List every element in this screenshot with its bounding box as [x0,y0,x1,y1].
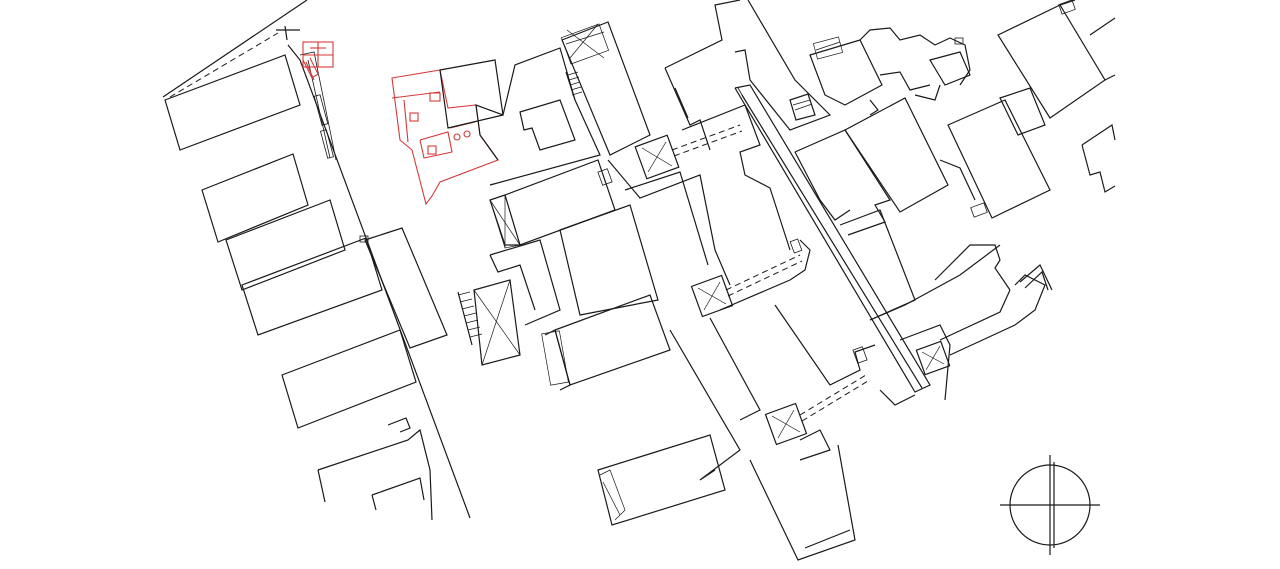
building-block [561,21,651,156]
building-block [364,227,448,349]
building-block [281,329,417,429]
arcade-strip [734,84,931,393]
building-block [519,99,576,151]
building-block [929,51,971,86]
building-block [201,153,309,243]
left-building-row [164,54,433,521]
building-block [164,54,301,151]
building-block [387,417,411,433]
north-arrow-icon [1000,455,1100,555]
building-block [554,294,671,386]
building-block [597,434,726,526]
stair-strip [457,291,483,346]
building-block [559,204,659,316]
building-block [439,59,504,129]
central-wings [457,159,731,391]
top-right-cluster [664,0,971,151]
stair-strip [565,71,583,101]
connector-towers [634,134,951,446]
building-block [789,93,816,121]
building-block [999,87,1046,136]
building-block [809,39,883,106]
right-center-runs [597,104,876,561]
building-block [371,477,425,501]
highlighted-plot-small [302,41,334,81]
arcade-details [597,168,951,406]
building-block [947,99,1051,219]
building-block [844,97,949,213]
building-block [997,4,1106,119]
middle-upper-cluster [439,47,616,249]
highlighted-plot-main [391,69,499,206]
building-block [317,469,326,503]
building-block [317,428,433,521]
right-blocks [794,0,1116,356]
bridges [671,124,869,422]
left-boundary [162,0,308,98]
building-block [371,494,377,511]
building-block [241,237,383,336]
tall-block [560,21,651,156]
building-block [225,199,346,291]
